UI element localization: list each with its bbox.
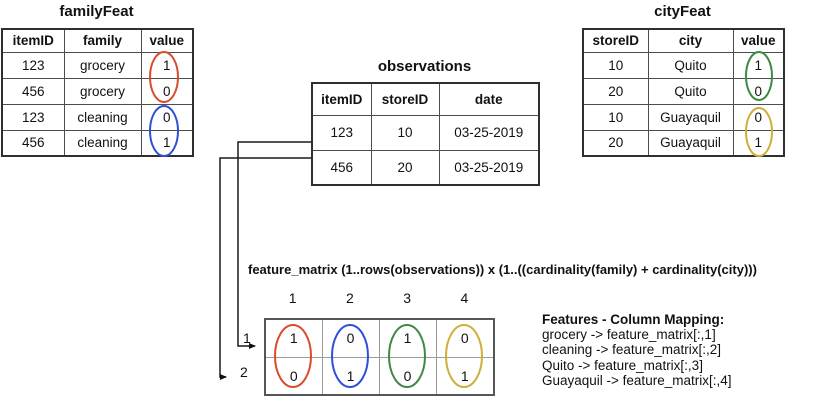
table-cell: 0 — [140, 103, 194, 131]
table-cell: 03-25-2019 — [438, 149, 540, 186]
mapping-line: Guayaquil -> feature_matrix[:,4] — [542, 372, 732, 388]
table-cell: cleaning — [63, 129, 142, 157]
table-cell: 0 — [732, 103, 785, 131]
column-header: city — [647, 28, 734, 53]
city-feat-table: storeID city value 10 Quito 1 20 Quito 0… — [582, 28, 785, 157]
table-row: 123 grocery 1 — [1, 51, 194, 79]
matrix-cell: 1 — [321, 356, 380, 396]
table-cell: Quito — [647, 77, 734, 105]
matrix-cell: 1 — [378, 318, 437, 358]
table-cell: 1 — [140, 51, 194, 79]
table-cell: 456 — [311, 149, 372, 186]
matrix-cell: 0 — [378, 356, 437, 396]
family-feat-table: itemID family value 123 grocery 1 456 gr… — [1, 28, 194, 157]
table-cell: 1 — [732, 129, 785, 157]
table-cell: 10 — [582, 103, 649, 131]
column-header: itemID — [1, 28, 65, 53]
table-cell: 1 — [732, 51, 785, 79]
mapping-line: Quito -> feature_matrix[:,3] — [542, 357, 703, 373]
mapping-heading: Features - Column Mapping: — [542, 312, 725, 327]
table-row: 10 Guayaquil 0 — [582, 103, 785, 131]
table-row: 456 grocery 0 — [1, 77, 194, 105]
table-cell: Guayaquil — [647, 129, 734, 157]
table-header-row: itemID storeID date — [311, 82, 540, 116]
table-cell: 20 — [582, 129, 649, 157]
city-feat-title: cityFeat — [654, 3, 711, 20]
table-row: 20 Guayaquil 1 — [582, 129, 785, 157]
observations-title: observations — [377, 58, 472, 75]
column-header: date — [438, 82, 540, 116]
matrix-col-header: 2 — [345, 290, 354, 306]
table-cell: grocery — [63, 51, 142, 79]
column-header: storeID — [582, 28, 649, 53]
table-row: 456 cleaning 1 — [1, 129, 194, 157]
matrix-cell: 0 — [435, 318, 495, 358]
table-cell: 123 — [1, 51, 65, 79]
column-header: storeID — [370, 82, 440, 116]
table-row: 123 cleaning 0 — [1, 103, 194, 131]
column-header: value — [732, 28, 785, 53]
mapping-line: grocery -> feature_matrix[:,1] — [542, 327, 716, 343]
matrix-cell: 0 — [264, 356, 323, 396]
matrix-cell: 1 — [435, 356, 495, 396]
table-cell: Quito — [647, 51, 734, 79]
column-header: itemID — [311, 82, 372, 116]
table-cell: 123 — [1, 103, 65, 131]
table-cell: 0 — [732, 77, 785, 105]
matrix-cell: 0 — [321, 318, 380, 358]
table-header-row: storeID city value — [582, 28, 785, 53]
matrix-row-label-1: 1 — [243, 330, 251, 346]
matrix-row-label-2: 2 — [240, 364, 248, 380]
matrix-col-header: 3 — [403, 290, 412, 306]
table-cell: 10 — [582, 51, 649, 79]
table-cell: 456 — [1, 77, 65, 105]
family-feat-title: familyFeat — [59, 3, 134, 20]
table-row: 123 10 03-25-2019 — [311, 114, 540, 151]
matrix-col-header: 1 — [288, 290, 297, 306]
matrix-title: feature_matrix (1..rows(observations)) x… — [248, 262, 757, 277]
table-cell: 20 — [370, 149, 440, 186]
column-header: family — [63, 28, 142, 53]
connector-row1-arrow — [237, 141, 311, 349]
table-cell: 1 — [140, 129, 194, 157]
table-header-row: itemID family value — [1, 28, 194, 53]
table-cell: 0 — [140, 77, 194, 105]
table-row: 10 Quito 1 — [582, 51, 785, 79]
table-row: 456 20 03-25-2019 — [311, 149, 540, 186]
matrix-col-header: 4 — [460, 290, 469, 306]
feature-matrix-table: 1 0 1 0 0 1 0 1 — [264, 318, 495, 396]
table-cell: 03-25-2019 — [438, 114, 540, 151]
table-cell: 20 — [582, 77, 649, 105]
table-cell: 10 — [370, 114, 440, 151]
matrix-cell: 1 — [264, 318, 323, 358]
column-header: value — [140, 28, 194, 53]
mapping-line: cleaning -> feature_matrix[:,2] — [542, 342, 721, 358]
table-cell: 123 — [311, 114, 372, 151]
table-cell: cleaning — [63, 103, 142, 131]
matrix-column-headers: 1 2 3 4 — [264, 290, 493, 306]
table-cell: Guayaquil — [647, 103, 734, 131]
matrix-row: 1 0 1 0 — [264, 318, 495, 358]
observations-table: itemID storeID date 123 10 03-25-2019 45… — [311, 82, 540, 186]
feature-column-mapping: Features - Column Mapping: grocery -> fe… — [542, 312, 731, 388]
matrix-row: 0 1 0 1 — [264, 356, 495, 396]
table-cell: grocery — [63, 77, 142, 105]
table-row: 20 Quito 0 — [582, 77, 785, 105]
table-cell: 456 — [1, 129, 65, 157]
